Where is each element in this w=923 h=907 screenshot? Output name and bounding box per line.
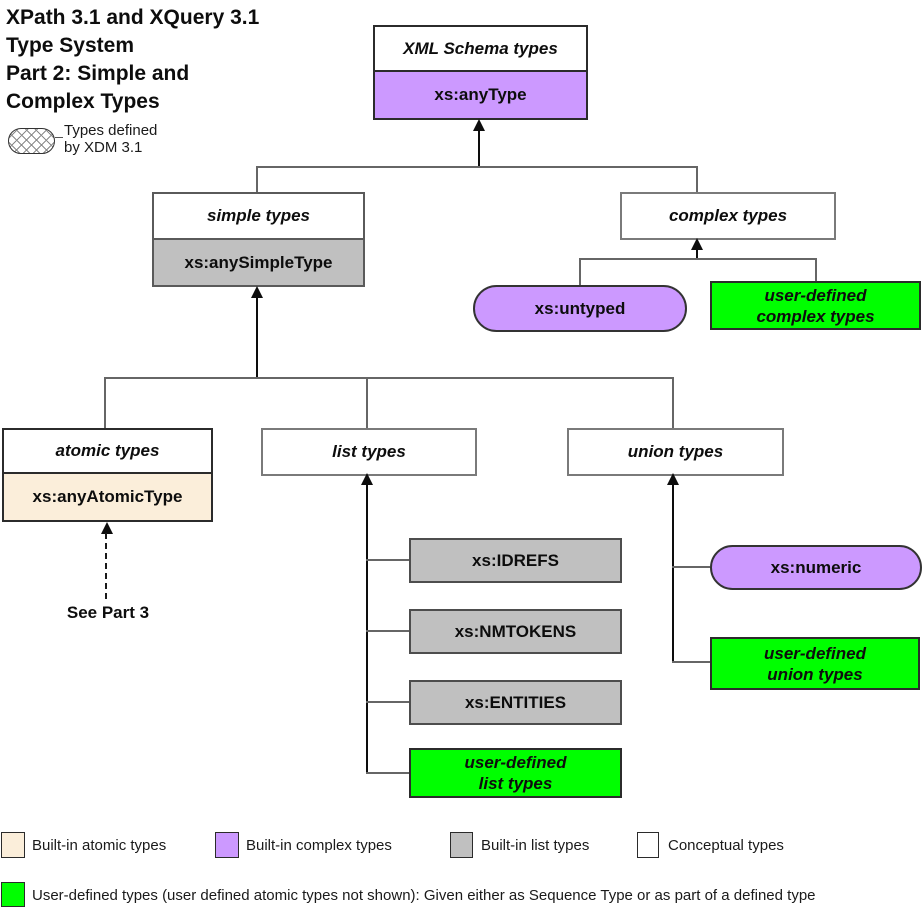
xs-entities-label: xs:ENTITIES <box>464 692 567 712</box>
arrow-to-complex-types <box>691 238 703 250</box>
complex-types-header-label: complex types <box>668 206 788 225</box>
node-list-types: list types <box>261 428 477 476</box>
xs-anyatomictype-label: xs:anyAtomicType <box>32 487 183 506</box>
trunk-list-types <box>366 483 368 774</box>
connector-stub-untyped <box>579 258 581 285</box>
xml-schema-types-header: XML Schema types <box>375 27 586 72</box>
xs-numeric-label: xs:numeric <box>770 557 862 577</box>
branch-nmtokens <box>366 630 409 632</box>
arrow-to-atomic-types <box>101 522 113 534</box>
branch-user-union <box>672 661 710 663</box>
list-types-header-label: list types <box>332 442 406 461</box>
trunk-union-types <box>672 483 674 663</box>
connector-simple-hline <box>104 377 674 379</box>
branch-user-list <box>366 772 409 774</box>
node-xs-nmtokens: xs:NMTOKENS <box>409 609 622 654</box>
legend-swatch-builtin-atomic <box>1 832 25 858</box>
connector-stub-union <box>672 377 674 428</box>
arrow-shaft-simple <box>256 296 258 378</box>
node-user-defined-complex-types: user-defined complex types <box>710 281 921 330</box>
xdm-legend-label: Types defined by XDM 3.1 <box>64 122 158 156</box>
arrow-to-list-types <box>361 473 373 485</box>
xs-untyped-label: xs:untyped <box>534 298 626 318</box>
arrow-to-union-types <box>667 473 679 485</box>
legend-label-builtin-atomic: Built-in atomic types <box>32 837 167 854</box>
xs-anysimpletype-label: xs:anySimpleType <box>184 252 333 272</box>
simple-types-header-label: simple types <box>207 206 310 225</box>
node-xs-entities: xs:ENTITIES <box>409 680 622 725</box>
legend-label-builtin-complex: Built-in complex types <box>246 837 392 854</box>
legend-label-user-defined: User-defined types (user defined atomic … <box>32 887 816 904</box>
branch-entities <box>366 701 409 703</box>
atomic-types-header: atomic types <box>4 430 211 474</box>
node-atomic-types: atomic types xs:anyAtomicType <box>2 428 213 522</box>
node-union-types: union types <box>567 428 784 476</box>
arrow-shaft-root <box>478 129 480 167</box>
connector-stub-list <box>366 377 368 428</box>
legend-swatch-builtin-complex <box>215 832 239 858</box>
xs-anyatomictype-cell: xs:anyAtomicType <box>4 474 211 520</box>
legend-swatch-user-defined <box>1 882 25 907</box>
see-part-3-label: See Part 3 <box>66 603 150 622</box>
arrow-to-xml-schema <box>473 119 485 131</box>
dashed-line-see-part3 <box>105 533 107 599</box>
atomic-types-header-label: atomic types <box>55 441 160 460</box>
branch-idrefs <box>366 559 409 561</box>
connector-stub-complex <box>696 166 698 192</box>
connector-stub-atomic <box>104 377 106 428</box>
arrow-to-simple-types <box>251 286 263 298</box>
xs-nmtokens-label: xs:NMTOKENS <box>454 621 577 641</box>
connector-root-hline <box>256 166 698 168</box>
union-types-header-label: union types <box>627 442 724 461</box>
xml-schema-types-header-label: XML Schema types <box>403 38 558 58</box>
connector-stub-simple <box>256 166 258 192</box>
legend-swatch-conceptual <box>637 832 659 858</box>
legend-label-conceptual: Conceptual types <box>668 837 784 854</box>
connector-stub-user-complex <box>815 258 817 281</box>
xs-idrefs-label: xs:IDREFS <box>472 550 559 570</box>
node-xs-untyped: xs:untyped <box>473 285 687 332</box>
branch-numeric <box>672 566 710 568</box>
node-xs-numeric: xs:numeric <box>710 545 922 590</box>
page-title: XPath 3.1 and XQuery 3.1 Type System Par… <box>6 6 260 113</box>
node-xs-idrefs: xs:IDREFS <box>409 538 622 583</box>
xs-anytype-cell: xs:anyType <box>375 72 586 118</box>
node-xml-schema-types: XML Schema types xs:anyType <box>373 25 588 120</box>
node-complex-types: complex types <box>620 192 836 240</box>
legend-label-builtin-list: Built-in list types <box>481 837 590 854</box>
arrow-shaft-complex <box>696 248 698 260</box>
connector-complex-hline <box>579 258 817 260</box>
xdm-hatch-tick <box>55 137 63 138</box>
legend-swatch-builtin-list <box>450 832 473 858</box>
simple-types-header: simple types <box>154 194 363 240</box>
node-user-defined-list-types: user-defined list types <box>409 748 622 798</box>
xs-anytype-label: xs:anyType <box>434 85 527 104</box>
xs-anysimpletype-cell: xs:anySimpleType <box>154 240 363 285</box>
xdm-hatch-pill-icon <box>8 128 55 154</box>
node-user-defined-union-types: user-defined union types <box>710 637 920 690</box>
node-simple-types: simple types xs:anySimpleType <box>152 192 365 287</box>
